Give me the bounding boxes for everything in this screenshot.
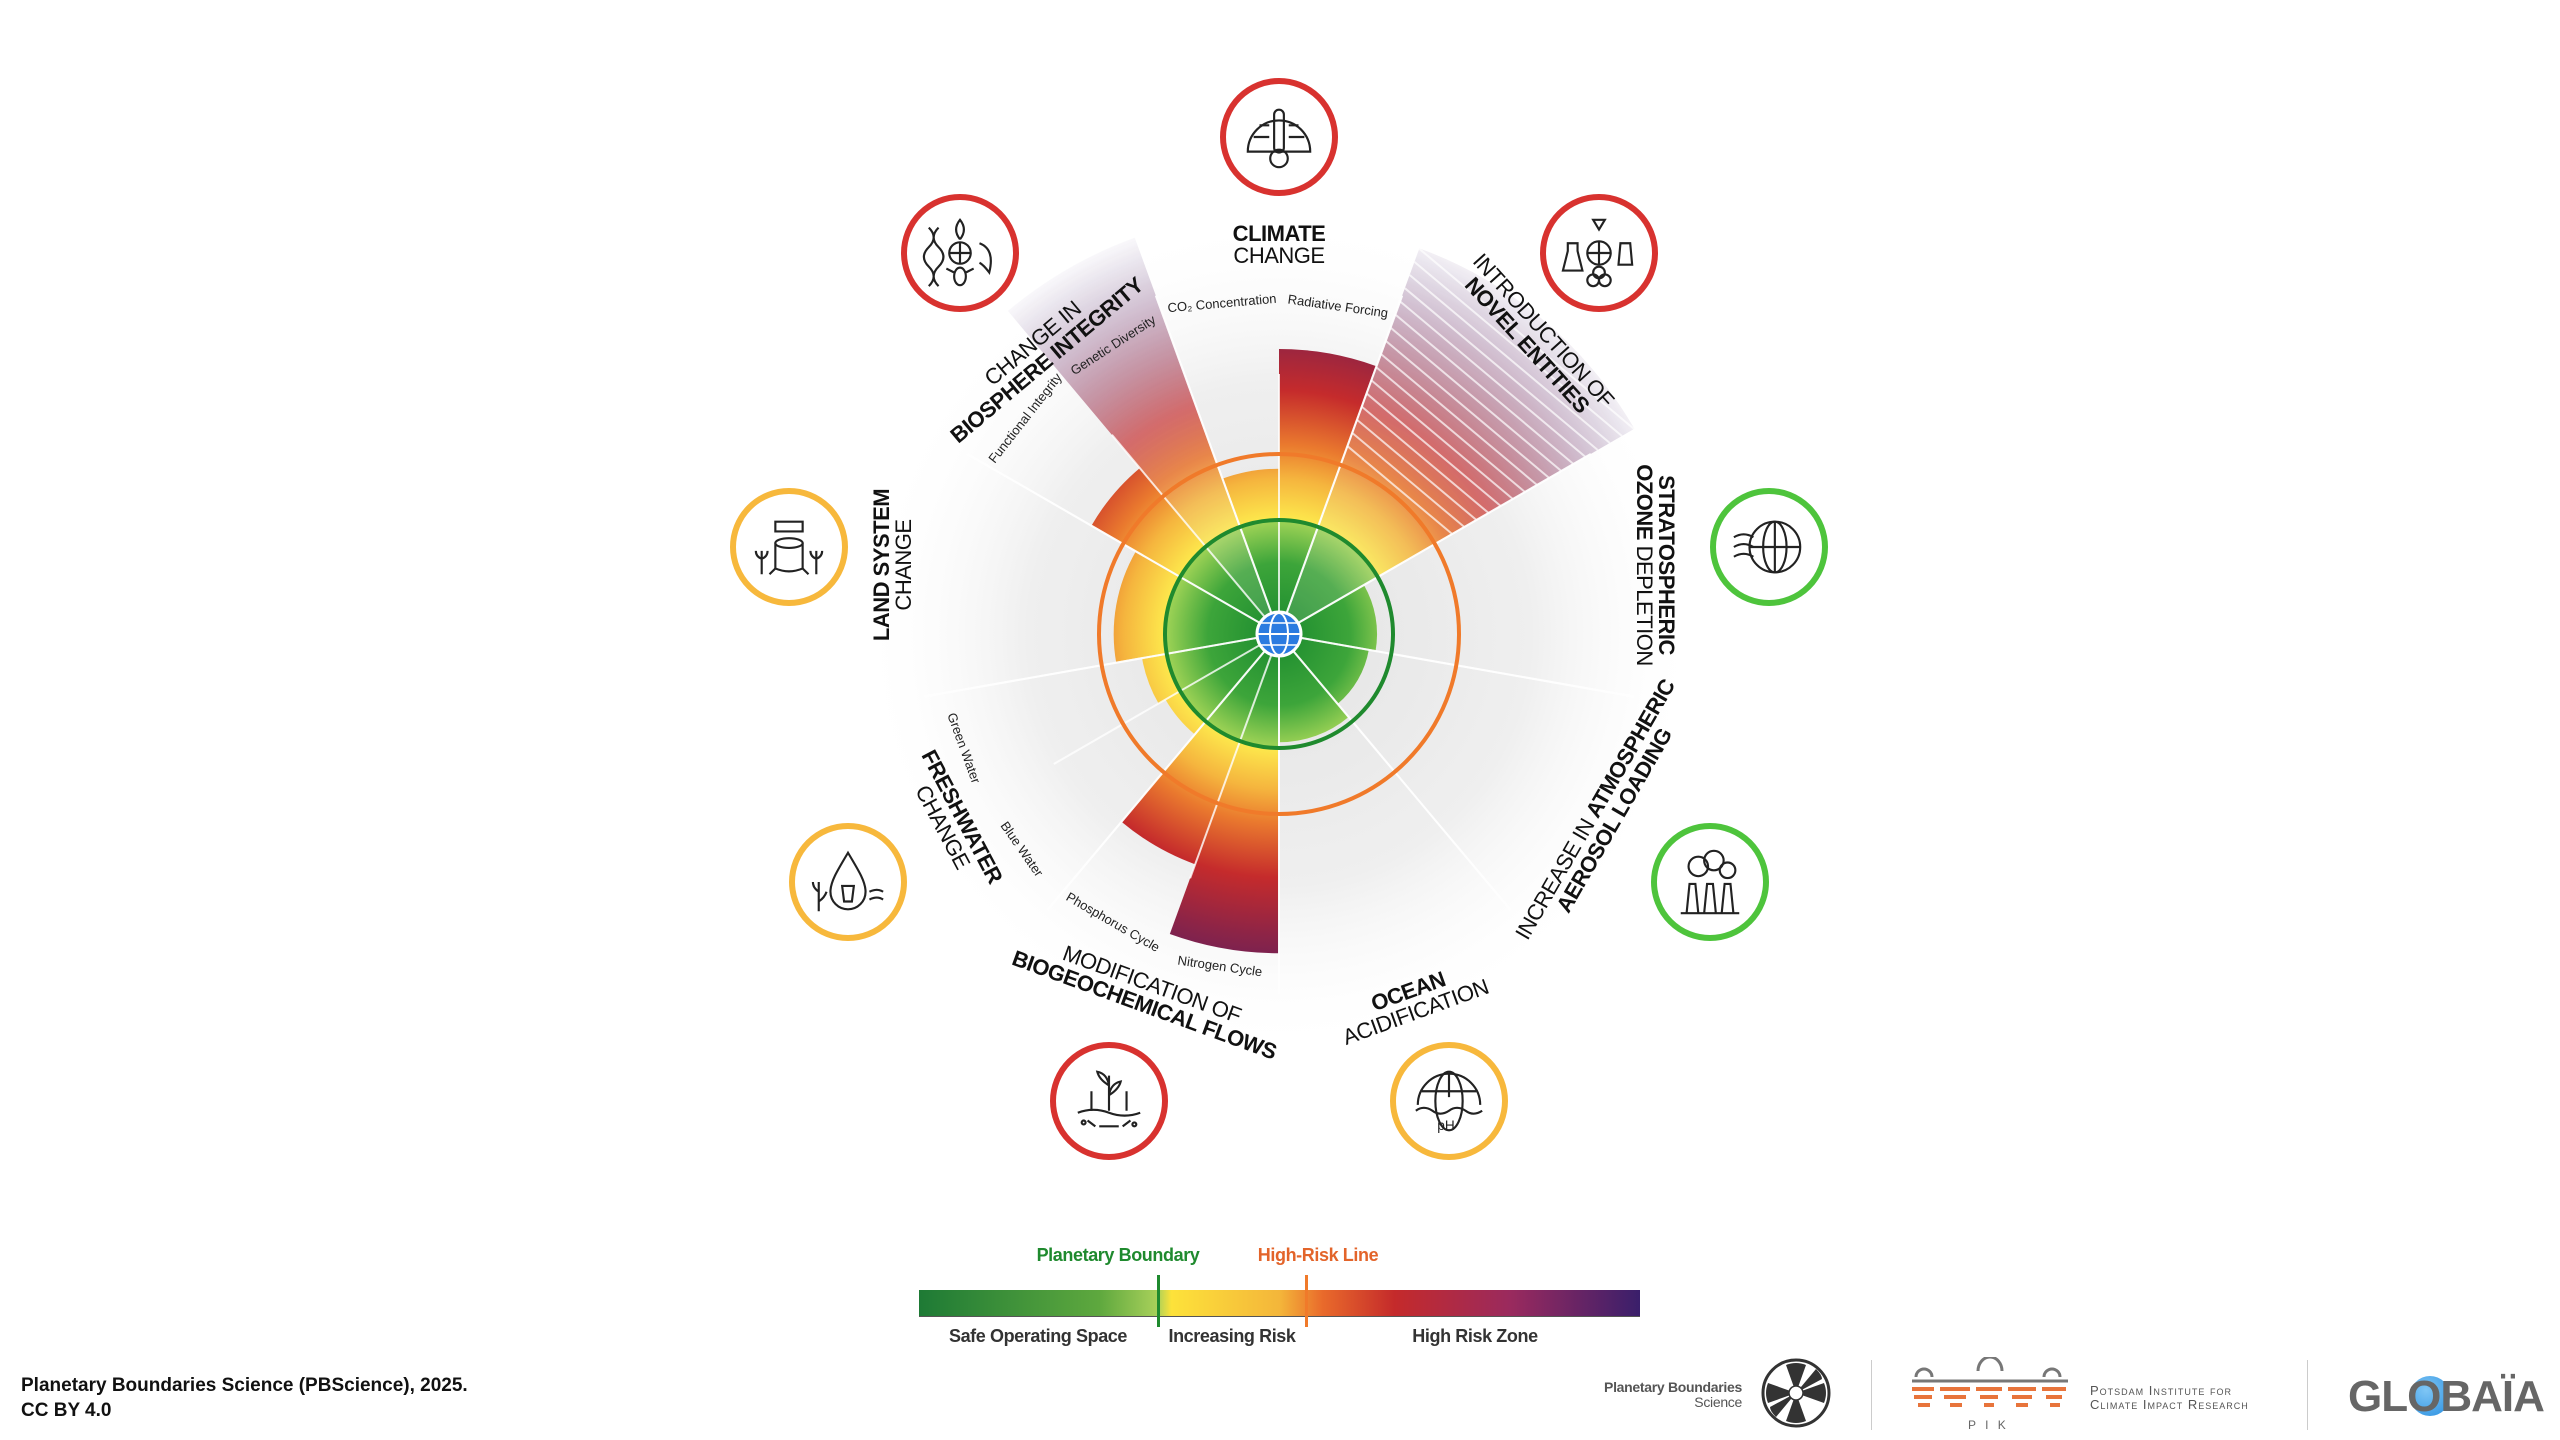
wedge-ocean bbox=[1279, 634, 1349, 743]
novel-entities-hatch-line bbox=[1361, 405, 1490, 514]
novel-entities-hatch-line bbox=[1404, 287, 1599, 451]
svg-text:pH: pH bbox=[1437, 1118, 1454, 1133]
credit-line-2: CC BY 4.0 bbox=[21, 1400, 112, 1421]
biodiversity-icon bbox=[901, 194, 1019, 312]
novel-entities-hatch-line bbox=[1351, 432, 1465, 528]
sector-divider bbox=[1053, 633, 1280, 765]
wedge-land bbox=[1113, 551, 1279, 663]
wedge-climate-radiative-forcing bbox=[1279, 349, 1377, 634]
legend-planetary-boundary-marker bbox=[1157, 1275, 1160, 1327]
high-risk-circle bbox=[1097, 452, 1461, 816]
logo-divider bbox=[1871, 1360, 1872, 1430]
wedge-biogeo-nitrogen-cycle bbox=[1169, 634, 1279, 954]
ozone-layer-icon bbox=[1710, 488, 1828, 606]
novel-entities-hatch-line bbox=[1365, 392, 1502, 507]
sector-divider bbox=[1111, 434, 1280, 635]
novel-entities-hatch-line bbox=[1346, 445, 1453, 535]
pbs-logo-icon bbox=[1761, 1358, 1831, 1428]
globaia-globe-icon bbox=[2410, 1376, 2450, 1416]
credit-text: Planetary Boundaries Science (PBScience)… bbox=[21, 1373, 468, 1423]
novel-entities-hatch-line bbox=[1356, 418, 1478, 521]
globaia-logo: GLOBAÏA bbox=[2348, 1372, 2545, 1421]
wedge-bio-genetic-diversity bbox=[1007, 237, 1279, 635]
wedge-biogeo-phosphorus-cycle bbox=[1121, 634, 1279, 865]
novel-entities-hatch-line bbox=[1413, 261, 1623, 437]
factory-smoke-icon bbox=[1651, 823, 1769, 941]
novel-entities-hatch-line bbox=[1385, 340, 1550, 479]
planetary-boundary-circle bbox=[1163, 518, 1395, 750]
water-drop-icon bbox=[789, 823, 907, 941]
wedge-bio-functional-integrity bbox=[1091, 468, 1279, 634]
pik-abbreviation: P I K bbox=[1968, 1418, 2009, 1432]
tree-stump-icon bbox=[730, 488, 848, 606]
novel-entities-hatch-line bbox=[1399, 300, 1587, 458]
legend-high-risk-line-label: High-Risk Line bbox=[1257, 1245, 1379, 1265]
plants-nutrients-icon bbox=[1050, 1042, 1168, 1160]
logo-divider bbox=[2307, 1360, 2308, 1430]
wedge-novel bbox=[1279, 248, 1635, 634]
wedge-ozone bbox=[1279, 584, 1378, 652]
novel-entities-hatch-line bbox=[1389, 326, 1562, 472]
novel-entities-hatch-line bbox=[1418, 247, 1635, 430]
chemical-hazard-icon bbox=[1540, 194, 1658, 312]
legend-safe-operating-space: Safe Operating Space bbox=[948, 1326, 1128, 1346]
novel-entities-hatch-line bbox=[1375, 366, 1526, 493]
legend-planetary-boundary-label: Planetary Boundary bbox=[1036, 1245, 1200, 1265]
legend-high-risk-zone: High Risk Zone bbox=[1412, 1326, 1538, 1346]
pik-logo-icon bbox=[1912, 1357, 2068, 1407]
novel-entities-hatch-line bbox=[1409, 274, 1611, 444]
thermometer-globe-icon bbox=[1220, 78, 1338, 196]
ocean-ph-icon: pH bbox=[1390, 1042, 1508, 1160]
legend-increasing-risk: Increasing Risk bbox=[1168, 1326, 1296, 1346]
credit-line-1: Planetary Boundaries Science (PBScience)… bbox=[21, 1375, 468, 1396]
sector-divider bbox=[1189, 633, 1280, 879]
wedge-aerosol bbox=[1279, 634, 1369, 704]
legend-high-risk-marker bbox=[1305, 1275, 1308, 1327]
novel-entities-hatch-line bbox=[1394, 313, 1575, 465]
risk-gradient-legend-bar bbox=[919, 1290, 1640, 1316]
center-globe-icon bbox=[1255, 610, 1303, 658]
novel-entities-hatch-line bbox=[1380, 353, 1538, 486]
novel-entities-hatch-line bbox=[1370, 379, 1514, 500]
